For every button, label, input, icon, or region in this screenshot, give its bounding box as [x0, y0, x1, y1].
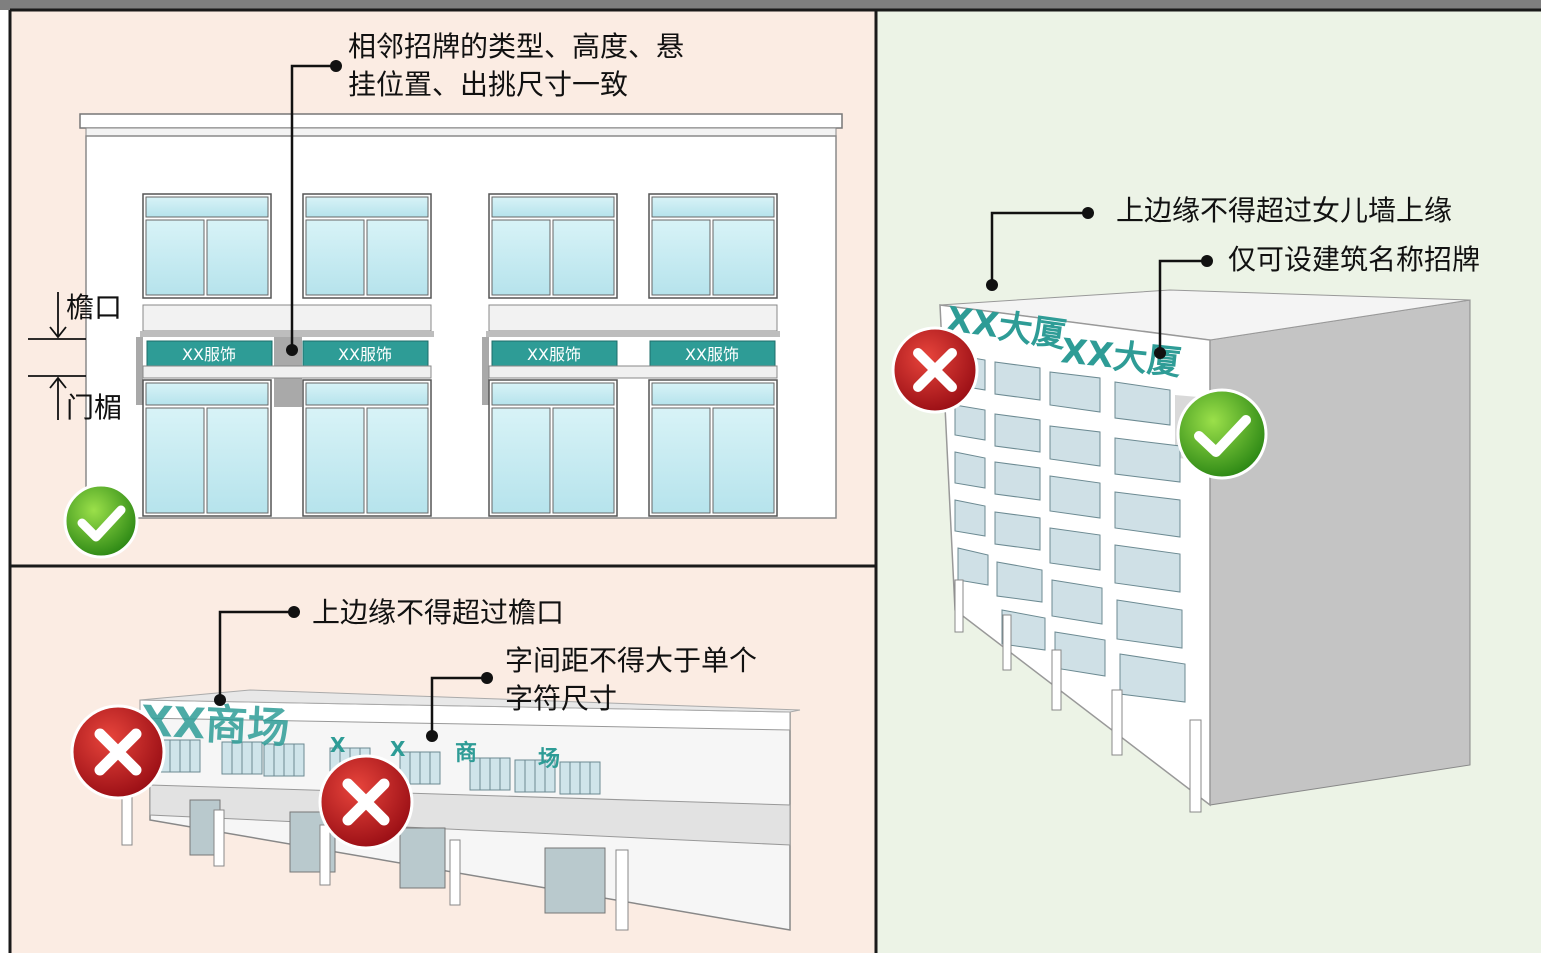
- mall-column-3: [319, 824, 331, 886]
- callout-bottom-left-2-line-2: 字符尺寸: [505, 682, 618, 715]
- cornice-lower: [85, 127, 837, 137]
- side-shadow-right: [482, 337, 489, 405]
- mall-sign-letter-3: 商: [455, 740, 477, 766]
- mall-door-3: [399, 827, 446, 889]
- tower-side-wall: [1209, 299, 1471, 806]
- shop-sign-4-text: XX服饰: [685, 345, 739, 364]
- eave-right: [488, 304, 778, 332]
- side-shadow-left: [136, 337, 143, 405]
- callout-bottom-left-1: 上边缘不得超过檐口: [312, 596, 565, 629]
- check-icon: [63, 483, 139, 559]
- lintel-right: [488, 365, 778, 379]
- mall-canopy: [149, 784, 791, 846]
- eave-right-shadow: [486, 331, 780, 337]
- callout-top-left: 相邻招牌的类型、高度、悬 挂位置、出挑尺寸一致: [348, 28, 684, 104]
- top-bar: [0, 0, 1541, 10]
- lintel-label: 门楣: [66, 391, 123, 424]
- eave-left-shadow: [140, 331, 434, 337]
- eave-left: [142, 304, 432, 332]
- cross-icon: [891, 326, 979, 414]
- callout-bottom-left-2-line-1: 字间距不得大于单个: [505, 644, 758, 677]
- callout-right-2: 仅可设建筑名称招牌: [1228, 243, 1481, 276]
- mall-column-2: [213, 809, 225, 867]
- mall-roof: [139, 689, 801, 713]
- shop-sign-1: [146, 340, 273, 367]
- mall-column-5: [615, 849, 629, 931]
- lintel-left: [142, 365, 432, 379]
- tower-windows: [954, 354, 1186, 703]
- mall-door-4: [544, 847, 606, 914]
- facade-elevation: XX服饰 XX服饰 XX服饰 XX服饰: [79, 113, 843, 519]
- shop-sign-3-text: XX服饰: [527, 345, 581, 364]
- mall-column-1: [121, 794, 133, 846]
- callout-top-left-line-2: 挂位置、出挑尺寸一致: [348, 68, 629, 101]
- shop-sign-2-text: XX服饰: [338, 345, 392, 364]
- check-icon: [1176, 388, 1268, 480]
- shop-sign-2: [302, 340, 429, 367]
- callout-lines-right: [986, 207, 1213, 359]
- mall-sign-letter-1: X: [330, 733, 346, 757]
- callout-lines-bottom-left: [214, 606, 493, 742]
- tower-columns: [954, 579, 1202, 813]
- mall-building: [121, 689, 801, 931]
- cornice: [79, 113, 843, 129]
- mall-sign-letter-2: X: [390, 737, 406, 761]
- cross-icon: [70, 704, 166, 800]
- shop-sign-1-text: XX服饰: [182, 345, 236, 364]
- dimension-marks: [28, 292, 86, 420]
- eave-label: 檐口: [66, 291, 123, 324]
- mall-sign-letter-4: 场: [538, 747, 560, 772]
- callout-right-1: 上边缘不得超过女儿墙上缘: [1116, 194, 1453, 227]
- cross-icon: [318, 754, 414, 850]
- mall-column-4: [449, 839, 461, 906]
- callout-line-top-left: [286, 60, 342, 356]
- callout-bottom-left-2: 字间距不得大于单个 字符尺寸: [505, 642, 757, 718]
- callout-top-left-line-1: 相邻招牌的类型、高度、悬: [348, 30, 685, 63]
